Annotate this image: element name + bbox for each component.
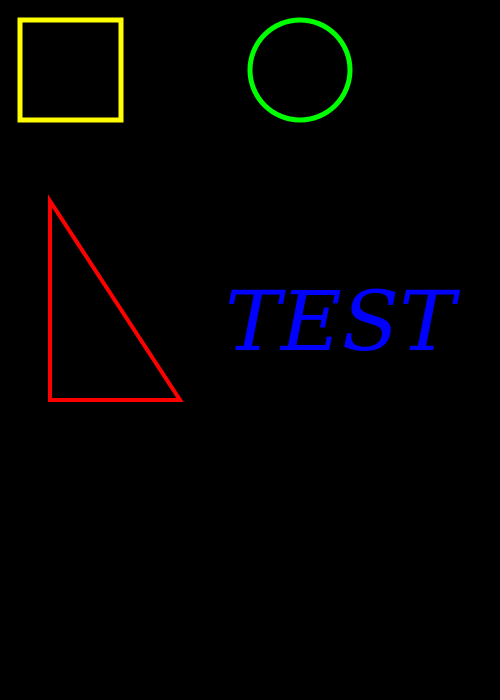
yellow-square	[17, 17, 124, 123]
red-triangle	[48, 194, 184, 402]
green-circle	[247, 17, 353, 123]
test-label: TEST	[225, 275, 460, 370]
